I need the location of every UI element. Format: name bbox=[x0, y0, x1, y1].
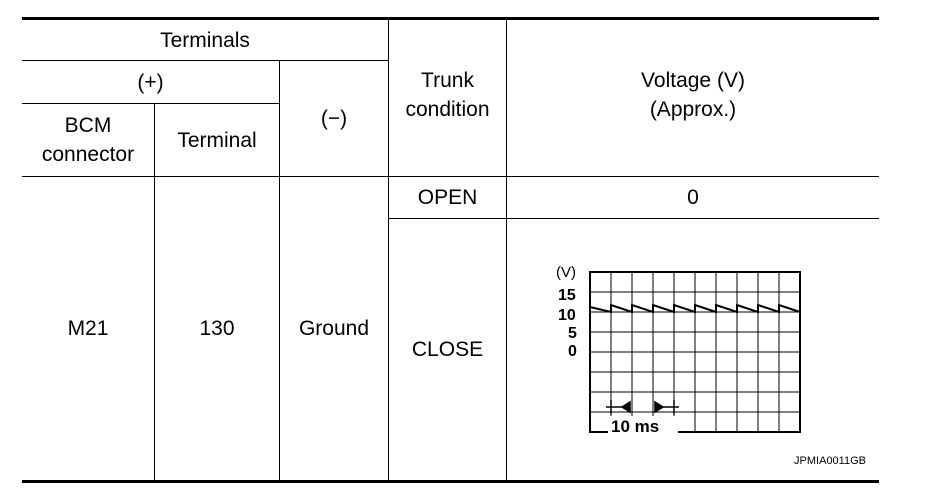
cell-terminal: 130 bbox=[199, 317, 235, 340]
col-divider-1 bbox=[154, 103, 155, 480]
col-divider-4 bbox=[506, 17, 507, 480]
waveform-y-label-0: 0 bbox=[568, 343, 577, 360]
arrow-right-icon bbox=[620, 400, 631, 414]
waveform-trace bbox=[589, 303, 801, 314]
header-bcm-connector: BCM connector bbox=[41, 114, 135, 166]
voltage-waveform: (V) 15 10 5 0 10 ms bbox=[550, 262, 810, 442]
arrow-left-icon bbox=[654, 400, 665, 414]
waveform-y-label-5: 5 bbox=[568, 325, 577, 342]
header-voltage: Voltage (V) (Approx.) bbox=[641, 69, 745, 121]
time-label-background bbox=[608, 416, 678, 436]
figure-code: JPMIA0011GB bbox=[794, 455, 866, 467]
cell-open-condition: OPEN bbox=[417, 186, 478, 209]
rule-under-plus bbox=[22, 103, 279, 104]
cell-open-voltage: 0 bbox=[687, 186, 699, 209]
col-divider-3 bbox=[388, 17, 389, 480]
header-minus: (−) bbox=[320, 107, 348, 130]
time-marker bbox=[606, 400, 679, 414]
waveform-grid bbox=[589, 271, 801, 433]
cell-connector: M21 bbox=[67, 317, 109, 340]
bottom-rule bbox=[22, 480, 879, 483]
waveform-svg: (V) 15 10 5 0 10 ms bbox=[556, 264, 801, 436]
col-divider-2 bbox=[279, 60, 280, 480]
top-rule bbox=[22, 17, 879, 20]
cell-close-condition: CLOSE bbox=[411, 338, 484, 361]
header-terminals: Terminals bbox=[160, 28, 250, 52]
cell-minus: Ground bbox=[298, 317, 370, 340]
waveform-unit-label: (V) bbox=[556, 264, 576, 281]
header-terminal: Terminal bbox=[177, 128, 257, 152]
waveform-time-label: 10 ms bbox=[611, 417, 659, 436]
header-bottom-rule bbox=[22, 176, 879, 177]
waveform-y-label-15: 15 bbox=[558, 287, 576, 304]
waveform-y-label-10: 10 bbox=[558, 307, 576, 324]
rule-under-terminals bbox=[22, 60, 388, 61]
header-trunk-condition: Trunk condition bbox=[405, 69, 490, 121]
rule-under-open bbox=[388, 218, 879, 219]
header-plus: (+) bbox=[137, 70, 164, 94]
